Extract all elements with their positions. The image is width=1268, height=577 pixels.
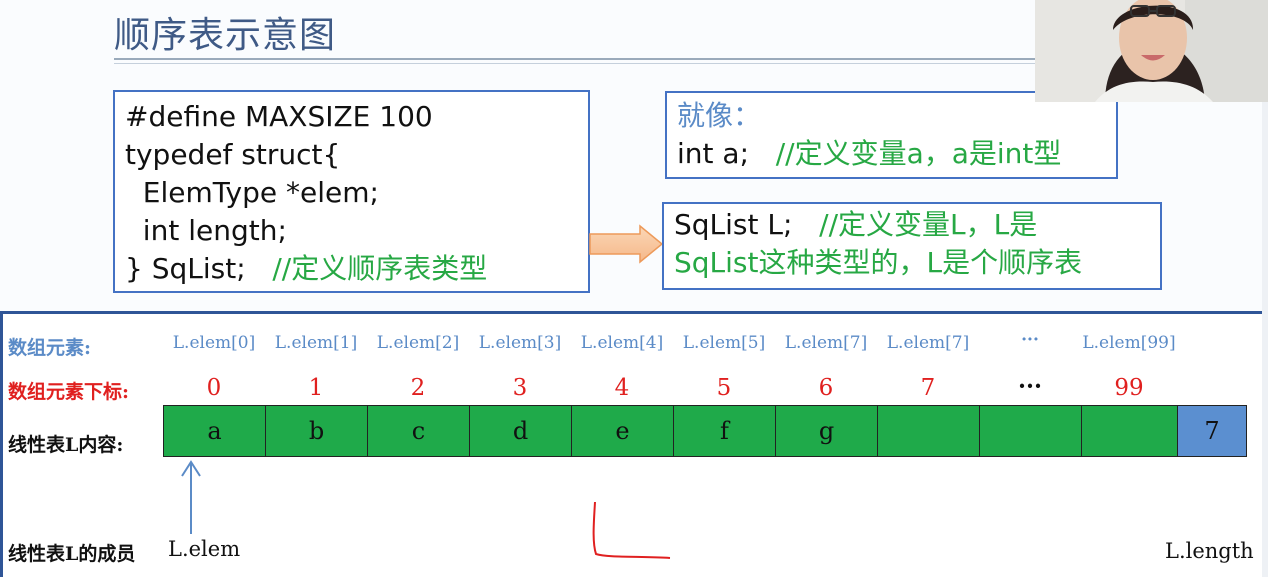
title-divider [114,58,1044,60]
code-comment: //定义变量L，L是 [819,208,1038,241]
index-label: 6 [818,375,834,401]
element-name: L.elem[7] [886,333,970,353]
code-line-last: } SqList; //定义顺序表类型 [125,250,578,288]
sqlist-declaration-box: SqList L; //定义变量L，L是 SqList这种类型的，L是个顺序表 [662,202,1162,290]
index-label: 2 [410,375,426,401]
analogy-line: int a; //定义变量a，a是int型 [677,135,1106,173]
element-name: L.elem[0] [172,333,256,353]
analogy-heading: 就像： [677,99,762,132]
code-line: ElemType *elem; [125,176,379,209]
array-cell: f [673,405,776,457]
element-name: L.elem[5] [682,333,766,353]
slide-title: 顺序表示意图 [114,15,337,56]
code-comment: //定义变量a，a是int型 [775,137,1062,170]
element-name-ellipsis: ··· [1021,330,1039,350]
analogy-box: 就像： int a; //定义变量a，a是int型 [665,91,1118,179]
index-label: 3 [512,375,528,401]
code-text: int a; [677,137,776,170]
code-line: #define MAXSIZE 100 [125,100,433,133]
length-cell: 7 [1177,405,1247,457]
presenter-webcam [1035,0,1268,102]
title-divider-thin [114,63,1044,64]
row-label-members: 线性表L的成员 [8,543,136,565]
right-arrow-icon [589,224,664,264]
index-label: 1 [308,375,324,401]
code-comment: //定义顺序表类型 [272,252,488,285]
array-cell: g [775,405,878,457]
up-arrow-icon [181,460,201,534]
element-name: L.elem[7] [784,333,868,353]
array-cell [979,405,1082,457]
index-label: 5 [716,375,732,401]
presenter-image [1035,0,1268,102]
row-label-elements: 数组元素: [8,337,92,359]
element-name: L.elem[4] [580,333,664,353]
element-name: L.elem[3] [478,333,562,353]
element-name: L.elem[99] [1082,333,1176,353]
element-name: L.elem[2] [376,333,460,353]
array-cell: b [265,405,368,457]
code-text: SqList L; [674,208,820,241]
row-label-indices: 数组元素下标: [8,381,130,403]
index-ellipsis: ··· [1017,373,1043,400]
index-label: 0 [206,375,222,401]
code-comment: SqList这种类型的，L是个顺序表 [674,246,1083,279]
element-name: L.elem[1] [274,333,358,353]
array-cell: e [571,405,674,457]
index-label: 4 [614,375,630,401]
row-label-contents: 线性表L内容: [8,434,124,456]
pen-annotation-mark [592,501,671,559]
array-cell [1081,405,1178,457]
array-cell: c [367,405,470,457]
code-line: typedef struct{ [125,138,341,171]
member-length-label: L.length [1165,539,1254,563]
code-line: int length; [125,214,287,247]
array-cell: d [469,405,572,457]
index-label: 7 [920,375,936,401]
array-cell: a [163,405,266,457]
declaration-line: SqList L; //定义变量L，L是 [674,206,1150,244]
code-text: } SqList; [125,252,273,285]
array-cell [877,405,980,457]
index-label: 99 [1114,375,1144,401]
right-edge-strip [1262,102,1268,577]
member-elem-label: L.elem [168,537,241,561]
struct-definition-box: #define MAXSIZE 100 typedef struct{ Elem… [113,90,590,293]
